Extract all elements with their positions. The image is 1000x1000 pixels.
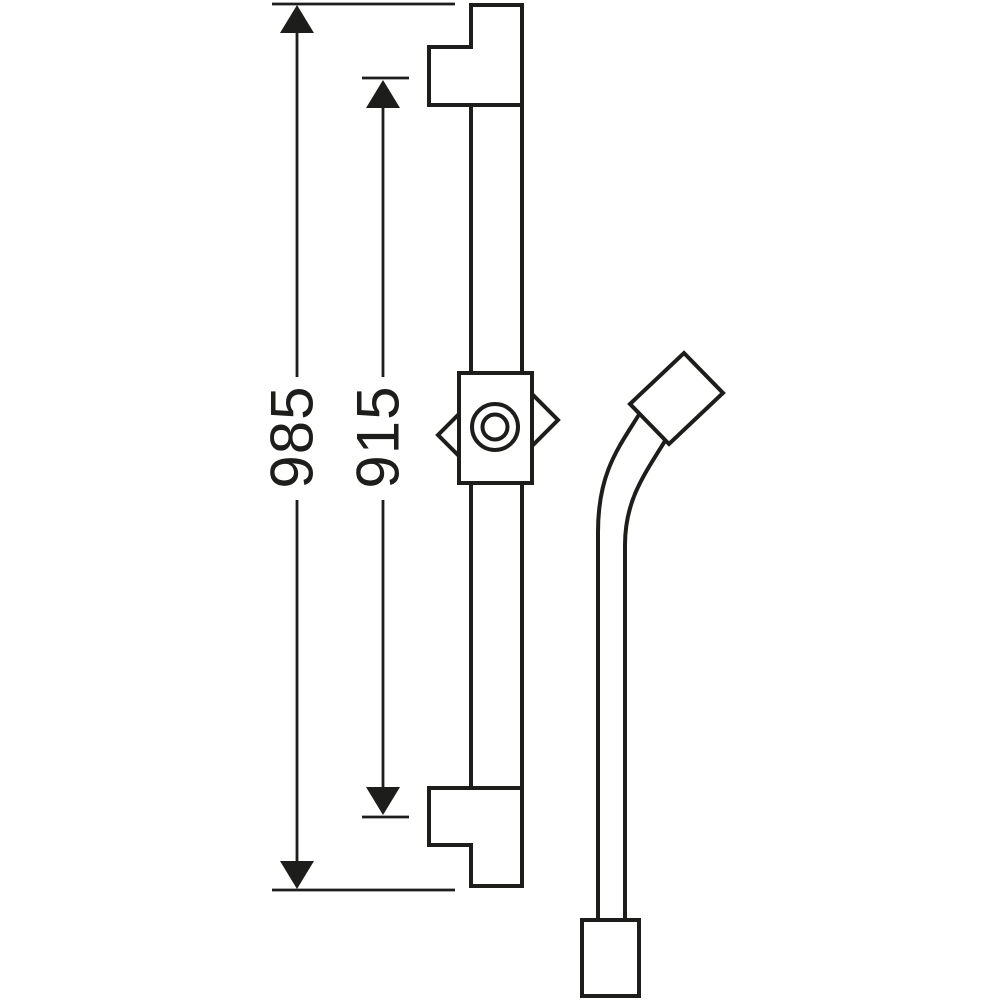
hose-end-fitting — [580, 918, 641, 998]
slider — [435, 371, 561, 485]
dim-985-arrow-down — [280, 861, 314, 889]
slider-body — [457, 371, 534, 485]
dimension-label-985: 985 — [259, 385, 326, 488]
dim-915-arrow-up — [366, 80, 400, 108]
slider-knob-outer-ring — [470, 402, 520, 452]
dim-985-arrow-up — [280, 5, 314, 33]
hose-curve-inner — [623, 439, 667, 922]
dimension-985: 985 — [259, 2, 455, 892]
shower-hose — [580, 350, 726, 998]
hose-connector-nut — [627, 350, 726, 447]
hose-curve-outer — [596, 411, 642, 922]
slider-knob-inner-ring — [480, 412, 510, 442]
shower-rail — [427, 3, 524, 888]
dim-915-arrow-down — [366, 787, 400, 815]
dimension-label-915: 915 — [345, 385, 412, 488]
rail-outline — [427, 3, 524, 888]
dimension-915: 915 — [345, 76, 412, 819]
